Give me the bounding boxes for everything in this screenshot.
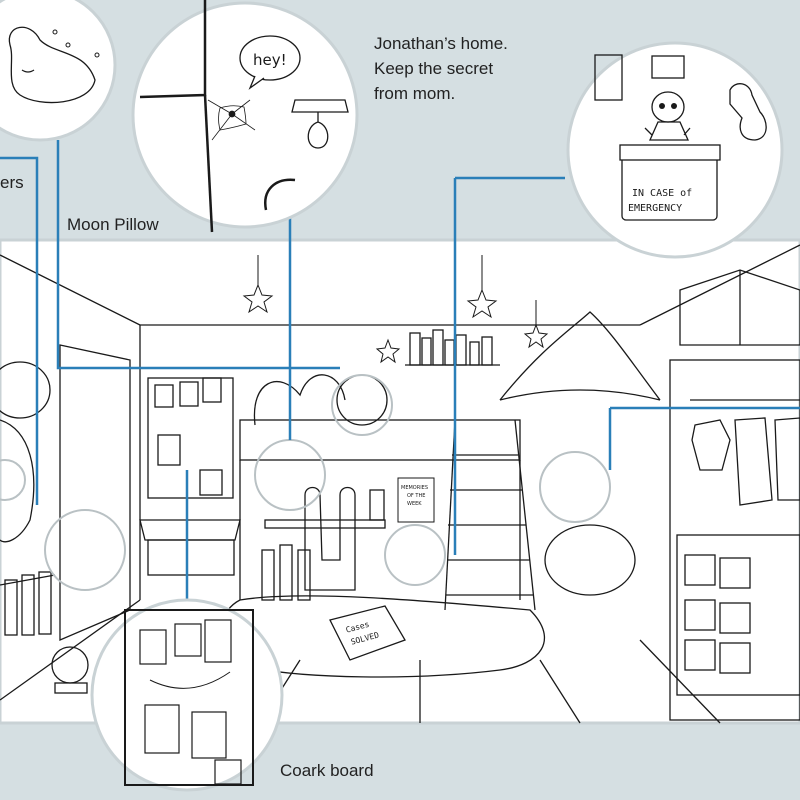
wall-lamp-icon [291,99,349,149]
annotation-line-2: Keep the secret [374,59,494,78]
emergency-box-line1: IN CASE of [632,188,692,199]
speech-bubble-text: hey! [253,51,287,69]
room-annotation: Jonathan’s home. Keep the secret from mo… [374,31,574,106]
memories-note-line1: MEMORIES [401,485,428,491]
hanging-stars [242,255,549,364]
annotation-line-3: from mom. [374,84,456,103]
label-moon-pillow: Moon Pillow [67,215,159,234]
zoom-circle-moon [0,0,117,142]
zoom-circle-web: hey! [131,0,359,233]
spider-web-icon [207,99,256,141]
label-cork-board: Coark board [280,761,374,780]
memories-note-line3: WEEK [407,501,422,507]
memories-note-line2: OF THE [407,493,425,499]
memories-note [397,477,435,523]
annotation-line-1: Jonathan’s home. [374,34,508,53]
room-lines [0,244,800,724]
zoom-circle-corkboard [90,598,284,792]
callout-lines [0,140,800,625]
robot-icon [644,121,691,141]
binoculars-icon [729,83,767,141]
label-partial-left: ers [0,173,24,192]
zoom-circle-emergency-box: IN CASE of EMERGENCY [566,41,784,259]
emergency-box-line2: EMERGENCY [628,203,682,214]
